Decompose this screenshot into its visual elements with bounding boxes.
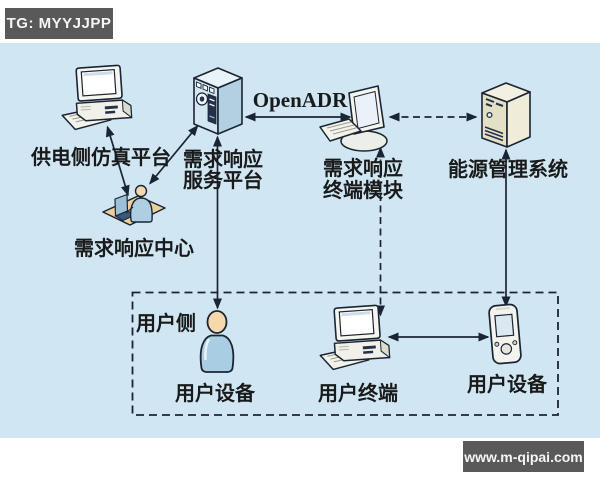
server-tower-blue-icon: [193, 67, 243, 135]
site-watermark-badge: www.m-qipai.com: [463, 441, 584, 472]
flat-monitor-keyboard-icon: [319, 85, 388, 152]
site-watermark-text: www.m-qipai.com: [464, 448, 583, 465]
openadr-protocol-label: OpenADR: [253, 88, 348, 112]
operator-at-desk-icon: [102, 184, 166, 226]
user-terminal-label: 用户终端: [318, 381, 398, 405]
user-device-person-label: 用户设备: [175, 381, 256, 405]
user-side-group-box: [131, 291, 559, 416]
dr-service-platform-label-line1: 需求响应: [183, 147, 263, 171]
dr-service-platform-label-line2: 服务平台: [183, 168, 263, 192]
energy-management-system-label: 能源管理系统: [448, 157, 568, 181]
user-side-label: 用户侧: [136, 311, 196, 335]
person-icon: [199, 310, 235, 373]
server-tower-beige-icon: [481, 82, 531, 148]
dr-terminal-module-label-line1: 需求响应: [323, 156, 403, 180]
connectors: [105, 112, 511, 342]
connector-power-platform-dr-center: [105, 125, 130, 197]
tg-watermark-badge: TG: MYYJJPP: [5, 8, 113, 39]
power-supply-platform-label: 供电侧仿真平台: [30, 145, 171, 169]
connector-dr-center-dr-service: [149, 124, 199, 185]
dr-center-label: 需求响应中心: [74, 236, 194, 260]
dr-terminal-module-label-line2: 终端模块: [323, 178, 404, 202]
mobile-phone-icon: [488, 303, 522, 365]
tg-watermark-text: TG: MYYJJPP: [6, 15, 112, 32]
user-device-phone-label: 用户设备: [467, 372, 548, 396]
